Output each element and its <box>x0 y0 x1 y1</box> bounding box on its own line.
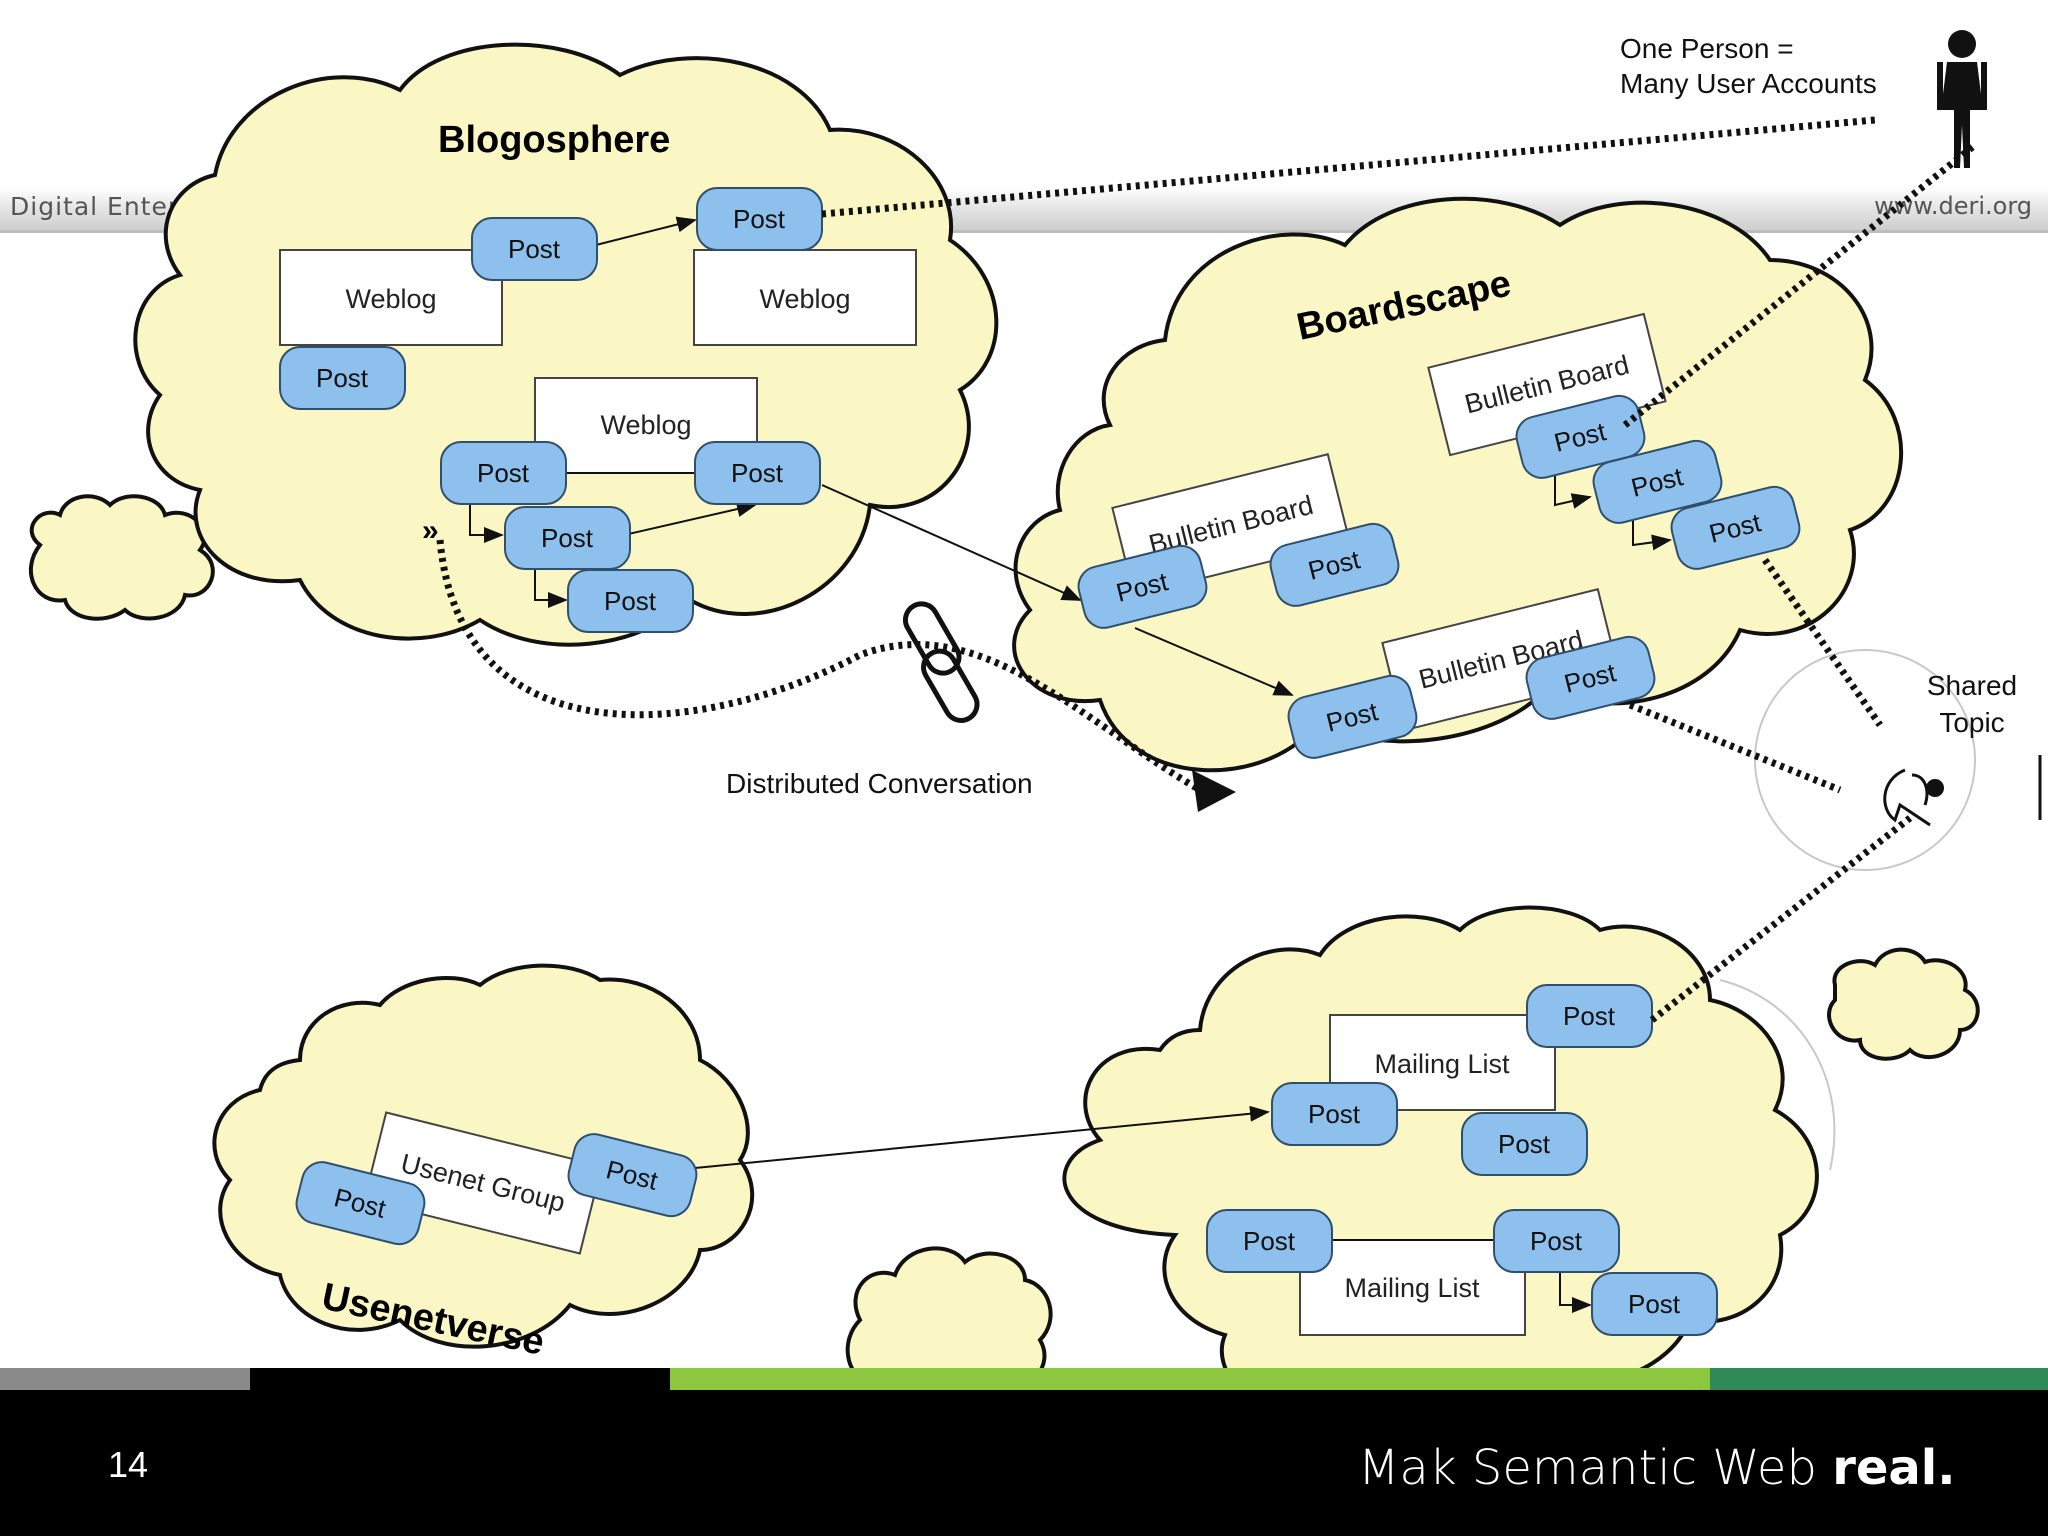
person-icon <box>1937 30 1987 168</box>
topic-line-board-2 <box>1628 701 1842 794</box>
svg-text:Post: Post <box>1628 1289 1681 1319</box>
svg-text:Weblog: Weblog <box>759 284 850 314</box>
footer-tagline: Mak Semantic Web real. <box>1358 1440 1956 1496</box>
small-cloud-bottom <box>845 1246 1053 1389</box>
board-post-5[interactable]: Post <box>1667 483 1803 573</box>
svg-text:Post: Post <box>1243 1226 1296 1256</box>
small-cloud-right <box>1827 947 1980 1061</box>
small-cloud-left <box>29 494 215 621</box>
svg-text:Post: Post <box>731 458 784 488</box>
list-post-1[interactable]: Post <box>1526 984 1653 1048</box>
header-divider <box>0 230 2048 233</box>
svg-text:Post: Post <box>604 586 657 616</box>
mailing-list-box-2: Mailing List <box>1299 1239 1526 1336</box>
weblog-box-2: Weblog <box>693 249 917 346</box>
person-legend-line1: One Person = <box>1620 33 1794 64</box>
weblog-box-1: Weblog <box>279 249 503 346</box>
usenet-group-box: Usenet Group <box>363 1111 603 1255</box>
list-post-2[interactable]: Post <box>1271 1082 1398 1146</box>
list-post-4[interactable]: Post <box>1206 1209 1333 1273</box>
boardscape-cloud <box>1012 196 1904 773</box>
blog-post-2[interactable]: Post <box>696 187 823 251</box>
bulletin-board-box-2: Bulletin Board <box>1427 312 1667 457</box>
shared-topic-circle <box>1754 649 1976 871</box>
shared-topic-line1: Shared <box>1927 670 2017 701</box>
blog-post-3[interactable]: Post <box>279 346 406 410</box>
faint-arc <box>1719 979 1836 1171</box>
slide-footer <box>0 1390 2048 1536</box>
svg-text:Post: Post <box>316 363 369 393</box>
usenet-post-1[interactable]: Post <box>292 1158 428 1248</box>
svg-text:Post: Post <box>541 523 594 553</box>
topic-line-board-1 <box>1762 557 1883 728</box>
svg-text:Weblog: Weblog <box>345 284 436 314</box>
topic-line-list <box>1649 815 1913 1023</box>
person-legend-line2: Many User Accounts <box>1620 68 1877 99</box>
board-post-3[interactable]: Post <box>1512 392 1648 482</box>
chain-link-icon <box>902 601 980 723</box>
blog-post-6[interactable]: Post <box>504 506 631 570</box>
list-post-6[interactable]: Post <box>1591 1272 1718 1336</box>
svg-text:Weblog: Weblog <box>600 410 691 440</box>
board-post-1[interactable]: Post <box>1074 542 1210 632</box>
blog-post-4[interactable]: Post <box>440 441 567 505</box>
bottom-accent-bar <box>0 1368 2048 1390</box>
svg-text:Post: Post <box>477 458 530 488</box>
topic-icon <box>1883 768 1944 827</box>
shared-topic-line2: Topic <box>1939 707 2004 738</box>
board-post-2[interactable]: Post <box>1266 520 1402 610</box>
conversation-arrowhead <box>1192 770 1236 812</box>
diagram-canvas: Blogosphere Boardscape Usenetverse Lists… <box>29 30 2042 1390</box>
svg-text:Post: Post <box>1498 1129 1551 1159</box>
blog-post-5[interactable]: Post <box>694 441 821 505</box>
svg-text:Post: Post <box>508 234 561 264</box>
blog-post-7[interactable]: Post <box>567 569 694 633</box>
person-line-board <box>1622 142 1978 428</box>
board-post-4[interactable]: Post <box>1589 437 1725 527</box>
usenet-post-2[interactable]: Post <box>564 1130 700 1220</box>
blog-post-1[interactable]: Post <box>471 217 598 281</box>
distributed-conversation-label: Distributed Conversation <box>726 768 1033 799</box>
svg-text:Post: Post <box>733 204 786 234</box>
svg-text:Mailing List: Mailing List <box>1374 1049 1510 1079</box>
list-post-3[interactable]: Post <box>1461 1112 1588 1176</box>
page-number: 14 <box>108 1444 149 1485</box>
blogosphere-title: Blogosphere <box>438 119 670 161</box>
double-chevron-icon: » <box>422 514 439 547</box>
distributed-conversation-path <box>436 539 1202 794</box>
svg-text:Mailing List: Mailing List <box>1344 1273 1480 1303</box>
svg-text:Post: Post <box>1530 1226 1583 1256</box>
board-post-6[interactable]: Post <box>1284 672 1420 762</box>
svg-text:Post: Post <box>1563 1001 1616 1031</box>
board-post-7[interactable]: Post <box>1522 633 1658 723</box>
list-post-5[interactable]: Post <box>1493 1209 1620 1273</box>
person-line-blog <box>821 116 1876 218</box>
svg-text:Post: Post <box>1308 1099 1361 1129</box>
